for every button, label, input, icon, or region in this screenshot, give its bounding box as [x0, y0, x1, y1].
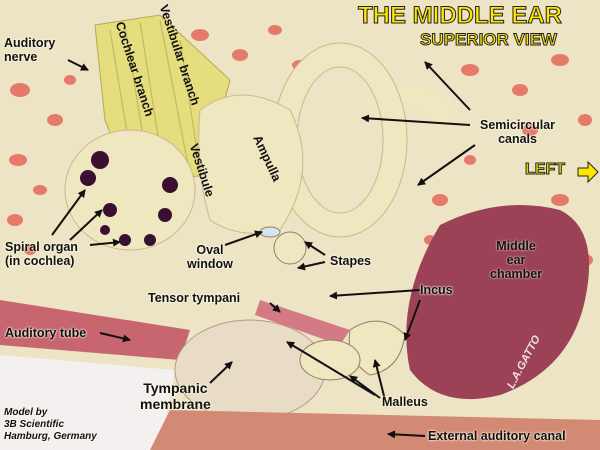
model-credit: Model by 3B Scientific Hamburg, Germany [4, 407, 97, 442]
malleus-shape [299, 339, 361, 381]
label-stapes: Stapes [330, 254, 371, 268]
label-incus: Incus [420, 283, 453, 297]
pointer-arrows [51, 59, 476, 439]
label-oval-window: Oval window [187, 243, 233, 271]
external-canal-shape [150, 410, 600, 450]
diagram-subtitle: SUPERIOR VIEW [420, 30, 558, 50]
label-tensor-tympani: Tensor tympani [148, 291, 241, 305]
label-malleus: Malleus [382, 395, 428, 409]
auditory-tube-shape [0, 300, 190, 360]
label-auditory-tube: Auditory tube [5, 326, 87, 340]
direction-label: LEFT [525, 161, 566, 179]
label-middle-ear-chamber: Middle ear chamber [490, 239, 543, 281]
oval-window-shape [259, 226, 281, 238]
label-auditory-nerve: Auditory nerve [4, 36, 56, 64]
stapes-shape [273, 231, 307, 265]
label-tympanic-membrane: Tympanic membrane [140, 380, 211, 412]
credit-background [0, 355, 175, 450]
label-semicircular-canals: Semicircular canals [480, 118, 556, 146]
diagram-title: THE MIDDLE EAR [358, 2, 563, 30]
label-spiral-organ: Spiral organ (in cochlea) [5, 240, 78, 268]
left-direction-arrow-icon [577, 160, 599, 184]
label-external-auditory-canal: External auditory canal [428, 429, 566, 443]
cochlea-chambers [80, 151, 178, 246]
middle-ear-chamber-shape [406, 205, 590, 400]
vestibule-shape [198, 94, 304, 234]
